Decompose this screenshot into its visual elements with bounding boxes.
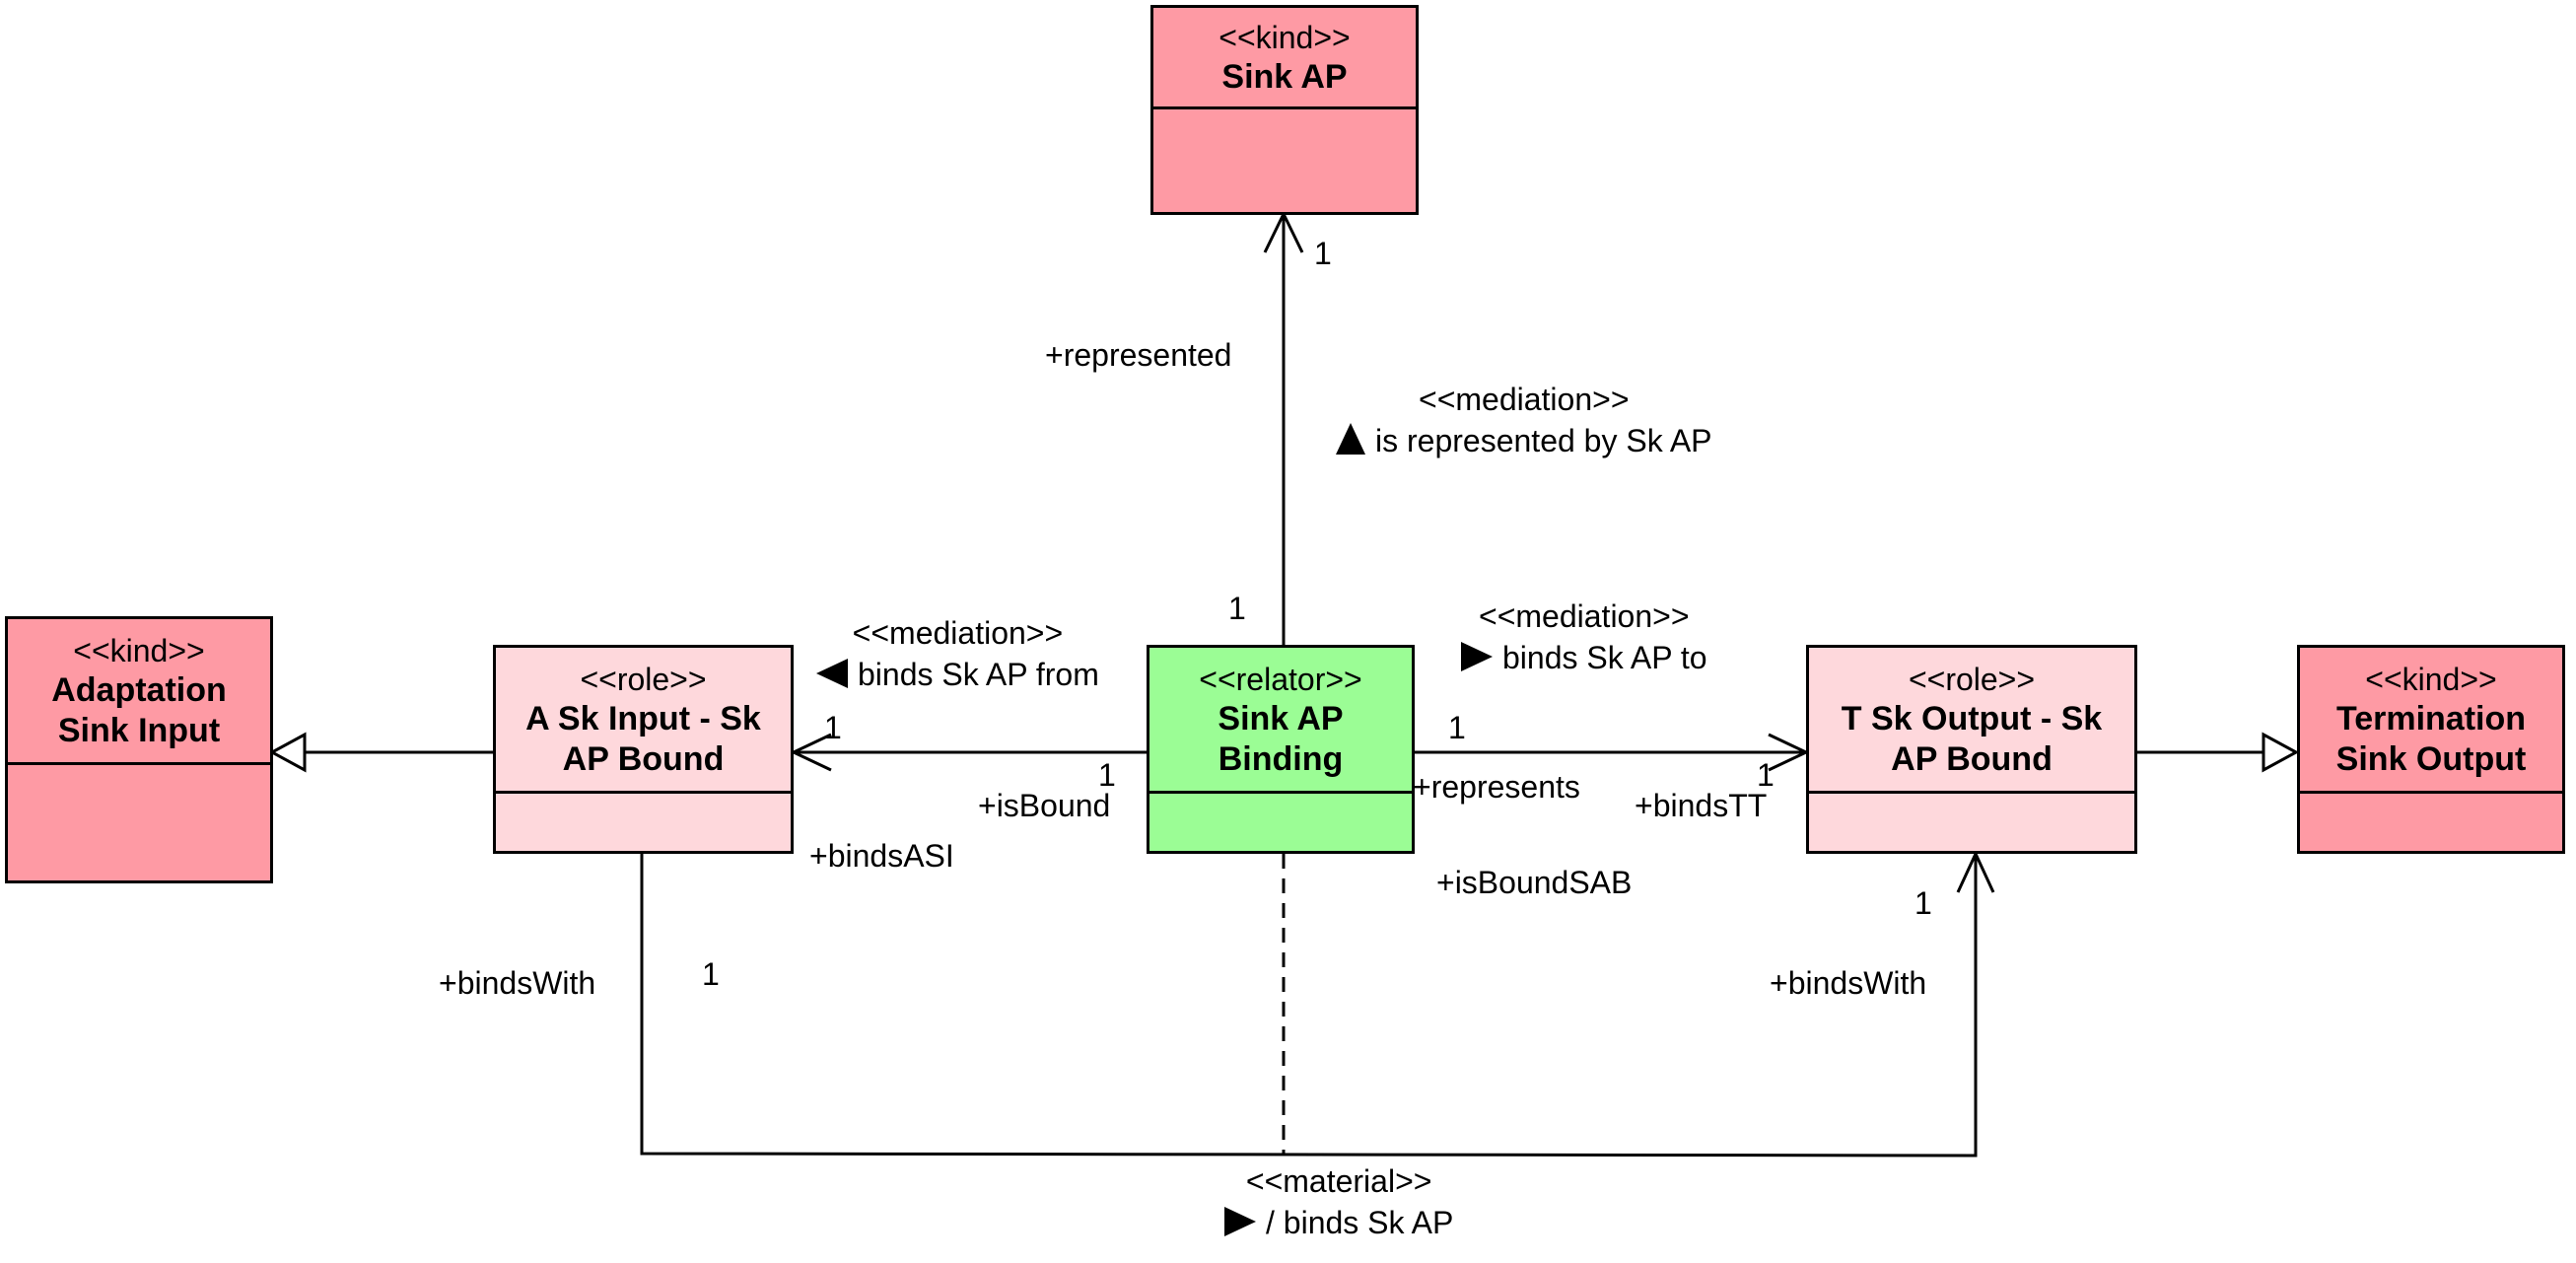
direction-up-icon (1336, 423, 1365, 455)
class-body (496, 794, 791, 851)
stereotype-label: <<role>> (1908, 661, 2036, 697)
multiplicity-binding-right: 1 (1448, 710, 1466, 745)
class-name-line1: A Sk Input - Sk (525, 699, 761, 737)
role-label-binds-tt: +bindsTT (1635, 788, 1768, 823)
role-label-is-bound: +isBound (978, 788, 1111, 823)
association-label-represented-by: <<mediation>> is represented by Sk AP (1336, 379, 1712, 461)
stereotype-label: <<kind>> (73, 632, 205, 668)
stereotype-label: <<relator>> (1199, 661, 1362, 697)
class-name-line2: AP Bound (562, 739, 725, 778)
class-name-line2: Sink Input (57, 711, 221, 749)
association-name-row: is represented by Sk AP (1336, 420, 1712, 461)
association-stereotype: <<mediation>> (1479, 598, 1690, 634)
class-body (1149, 794, 1412, 851)
association-stereotype: <<mediation>> (852, 615, 1064, 651)
class-t-sk-output-sk-ap-bound[interactable]: <<role>> T Sk Output - Sk AP Bound (1806, 645, 2137, 854)
role-label-is-bound-sab: +isBoundSAB (1436, 865, 1633, 900)
material-association[interactable] (640, 854, 1978, 1158)
association-label-binds-to: <<mediation>> binds Sk AP to (1461, 596, 1707, 678)
class-a-sk-input-sk-ap-bound[interactable]: <<role>> A Sk Input - Sk AP Bound (493, 645, 794, 854)
multiplicity-sink-ap-end: 1 (1314, 236, 1332, 271)
class-header: <<role>> T Sk Output - Sk AP Bound (1809, 648, 2134, 794)
stereotype-label: <<kind>> (2365, 661, 2497, 697)
role-label-binds-asi: +bindsASI (809, 838, 954, 874)
class-name-line2: Binding (1218, 739, 1344, 778)
association-name-row: / binds Sk AP (1224, 1202, 1453, 1243)
multiplicity-binding-top: 1 (1228, 591, 1246, 626)
association-name-row: binds Sk AP to (1461, 637, 1707, 678)
arrowhead-left (790, 733, 832, 772)
multiplicity-a-sk-end: 1 (824, 710, 842, 745)
class-header: <<kind>> Termination Sink Output (2300, 648, 2562, 794)
class-header: <<relator>> Sink AP Binding (1149, 648, 1412, 794)
class-body (1153, 109, 1416, 212)
direction-left-icon (816, 659, 848, 688)
class-name-line1: Adaptation (51, 670, 227, 709)
class-name-line1: Sink AP (1218, 699, 1344, 737)
generalization-triangle-left (268, 732, 307, 773)
role-label-binds-with-left: +bindsWith (439, 965, 596, 1001)
class-sink-ap-binding[interactable]: <<relator>> Sink AP Binding (1147, 645, 1415, 854)
role-label-binds-with-right: +bindsWith (1770, 965, 1927, 1001)
class-header: <<kind>> Sink AP (1153, 8, 1416, 109)
class-sink-ap[interactable]: <<kind>> Sink AP (1150, 5, 1419, 215)
association-name: binds Sk AP from (858, 657, 1099, 692)
stereotype-label: <<role>> (580, 661, 707, 697)
class-body (2300, 794, 2562, 851)
class-name-line1: Termination (2335, 699, 2527, 737)
association-name: binds Sk AP to (1502, 640, 1707, 675)
association-label-material: <<material>> / binds Sk AP (1224, 1160, 1453, 1243)
association-stereotype: <<material>> (1245, 1163, 1432, 1199)
class-name: Sink AP (1221, 57, 1348, 96)
role-label-represented: +represented (1045, 337, 1232, 373)
association-label-binds-from: <<mediation>> binds Sk AP from (816, 612, 1099, 695)
class-name-line1: T Sk Output - Sk (1841, 699, 2103, 737)
class-termination-sink-output[interactable]: <<kind>> Termination Sink Output (2297, 645, 2565, 854)
arrowhead-material (1956, 850, 1995, 893)
class-header: <<kind>> Adaptation Sink Input (8, 619, 270, 765)
class-name-line2: Sink Output (2335, 739, 2527, 778)
association-name: / binds Sk AP (1266, 1205, 1454, 1240)
direction-right-icon (1461, 642, 1493, 671)
class-name-line2: AP Bound (1891, 739, 2053, 778)
multiplicity-binding-left: 1 (1098, 757, 1116, 793)
class-body (1809, 794, 2134, 851)
multiplicity-material-right: 1 (1915, 885, 1932, 921)
class-adaptation-sink-input[interactable]: <<kind>> Adaptation Sink Input (5, 616, 273, 883)
class-header: <<role>> A Sk Input - Sk AP Bound (496, 648, 791, 794)
generalization-triangle-right (2262, 732, 2300, 773)
direction-right-icon (1224, 1207, 1256, 1236)
association-name-row: binds Sk AP from (816, 654, 1099, 695)
multiplicity-t-sk-end: 1 (1757, 757, 1775, 793)
stereotype-label: <<kind>> (1218, 19, 1351, 55)
class-body (8, 765, 270, 880)
multiplicity-material-left: 1 (702, 956, 720, 992)
role-label-represents: +represents (1413, 769, 1580, 805)
association-stereotype: <<mediation>> (1419, 382, 1630, 417)
association-name: is represented by Sk AP (1375, 423, 1712, 458)
